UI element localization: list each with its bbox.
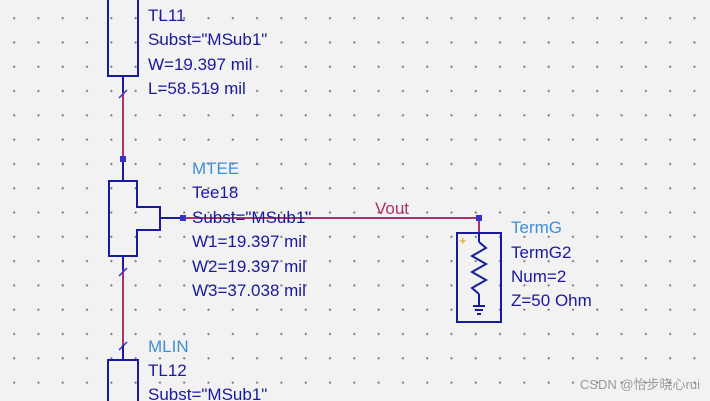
termg2-param-num[interactable]: Num=2 — [511, 267, 567, 286]
tee18-pin-right[interactable] — [180, 215, 186, 221]
tee18-param-w2[interactable]: W2=19.397 mil — [192, 257, 306, 276]
tl12-name-label[interactable]: TL12 — [148, 361, 187, 380]
termg2-param-z[interactable]: Z=50 Ohm — [511, 291, 592, 310]
tee18-type-label[interactable]: MTEE — [192, 159, 240, 178]
tee18-name-label[interactable]: Tee18 — [192, 183, 239, 202]
termg2-plus-sign: + — [459, 233, 467, 248]
tee18-param-w3[interactable]: W3=37.038 mil — [192, 281, 306, 300]
tee18-param-subst[interactable]: Subst="MSub1" — [192, 208, 312, 227]
tl11-param-l[interactable]: L=58.519 mil — [148, 79, 246, 98]
tl12-type-label[interactable]: MLIN — [148, 337, 189, 356]
termg2-pin-top[interactable] — [476, 215, 482, 221]
tl11-body[interactable] — [107, 0, 139, 77]
tl12-body[interactable] — [107, 359, 139, 401]
termg2-resistor — [469, 241, 489, 295]
tl12-param-subst[interactable]: Subst="MSub1" — [148, 385, 268, 401]
tee18-param-w1[interactable]: W1=19.397 mil — [192, 232, 306, 251]
tee18-pin-bottom-tick — [118, 267, 128, 277]
tl11-pin-tick — [118, 89, 128, 99]
termg2-name-label[interactable]: TermG2 — [511, 243, 572, 262]
termg2-type-label[interactable]: TermG — [511, 218, 562, 237]
tl11-param-subst[interactable]: Subst="MSub1" — [148, 30, 268, 49]
tee18-body[interactable] — [108, 180, 161, 257]
tl11-param-w[interactable]: W=19.397 mil — [148, 55, 253, 74]
tl11-name-label[interactable]: TL11 — [148, 6, 186, 25]
net-label-vout[interactable]: Vout — [375, 199, 410, 218]
tee18-pin-top[interactable] — [120, 156, 126, 162]
watermark: CSDN @怡步晓心rui — [579, 377, 700, 392]
